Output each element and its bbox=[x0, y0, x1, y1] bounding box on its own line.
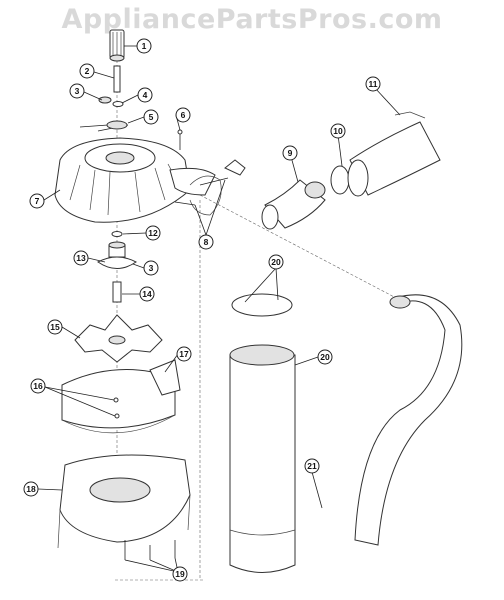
svg-text:16: 16 bbox=[33, 381, 43, 391]
callout-21: 21 bbox=[304, 458, 320, 474]
callout-9: 9 bbox=[282, 145, 298, 161]
callout-20-tube: 20 bbox=[317, 349, 333, 365]
svg-text:20: 20 bbox=[271, 257, 281, 267]
callout-3: 3 bbox=[69, 83, 85, 99]
svg-text:11: 11 bbox=[369, 79, 378, 89]
svg-text:13: 13 bbox=[76, 253, 86, 263]
callout-2: 2 bbox=[79, 63, 95, 79]
callout-19: 19 bbox=[172, 566, 188, 582]
part-14-shaft[interactable] bbox=[112, 281, 122, 303]
callout-20-clamp: 20 bbox=[268, 254, 284, 270]
callout-5: 5 bbox=[143, 109, 159, 125]
part-13-hub[interactable] bbox=[97, 241, 137, 269]
callout-15: 15 bbox=[47, 319, 63, 335]
part-18-lower-housing[interactable] bbox=[57, 454, 191, 549]
part-19-screws[interactable] bbox=[124, 540, 176, 560]
callout-4: 4 bbox=[137, 87, 153, 103]
svg-text:14: 14 bbox=[142, 289, 152, 299]
svg-text:6: 6 bbox=[181, 110, 186, 120]
part-2-rod[interactable] bbox=[113, 65, 121, 93]
part-12-washer[interactable] bbox=[111, 231, 123, 237]
part-5-screws[interactable] bbox=[79, 120, 129, 132]
svg-text:10: 10 bbox=[333, 126, 343, 136]
callout-8: 8 bbox=[198, 234, 214, 250]
svg-text:5: 5 bbox=[149, 112, 154, 122]
callout-18: 18 bbox=[23, 481, 39, 497]
svg-text:2: 2 bbox=[85, 66, 90, 76]
svg-text:12: 12 bbox=[148, 228, 158, 238]
part-17-ring-band[interactable] bbox=[61, 359, 181, 434]
svg-text:1: 1 bbox=[142, 41, 147, 51]
svg-text:3: 3 bbox=[75, 86, 80, 96]
watermark-text: AppliancePartsPros.com bbox=[61, 4, 443, 35]
callout-1: 1 bbox=[136, 38, 152, 54]
part-7-upper-housing[interactable] bbox=[54, 137, 216, 223]
svg-text:19: 19 bbox=[175, 569, 185, 579]
svg-text:8: 8 bbox=[204, 237, 209, 247]
callout-13: 13 bbox=[73, 250, 89, 266]
part-20-tube[interactable] bbox=[229, 293, 296, 573]
callout-7: 7 bbox=[29, 193, 45, 209]
part-9-elbow[interactable] bbox=[261, 179, 326, 230]
svg-text:9: 9 bbox=[288, 148, 293, 158]
callout-14: 14 bbox=[139, 286, 155, 302]
callout-6: 6 bbox=[175, 107, 191, 123]
svg-text:3: 3 bbox=[149, 263, 154, 273]
svg-text:18: 18 bbox=[26, 484, 36, 494]
callout-11: 11 bbox=[365, 76, 381, 92]
svg-text:15: 15 bbox=[50, 322, 60, 332]
svg-text:20: 20 bbox=[320, 352, 330, 362]
part-15-impeller[interactable] bbox=[74, 314, 163, 363]
svg-text:17: 17 bbox=[179, 349, 189, 359]
svg-text:4: 4 bbox=[143, 90, 148, 100]
callout-12: 12 bbox=[145, 225, 161, 241]
part-11-hose[interactable] bbox=[347, 111, 441, 197]
part-1-shaft-knob[interactable] bbox=[109, 29, 125, 62]
callout-16: 16 bbox=[30, 378, 46, 394]
callout-10: 10 bbox=[330, 123, 346, 139]
part-21-curved-tube[interactable] bbox=[354, 294, 463, 546]
part-10-ring-clamp[interactable] bbox=[330, 149, 350, 195]
part-6-screw[interactable] bbox=[177, 129, 183, 150]
svg-text:21: 21 bbox=[307, 461, 317, 471]
callout-3-lower: 3 bbox=[143, 260, 159, 276]
svg-text:7: 7 bbox=[35, 196, 40, 206]
part-3-4-washers[interactable] bbox=[98, 96, 124, 107]
callout-17: 17 bbox=[176, 346, 192, 362]
